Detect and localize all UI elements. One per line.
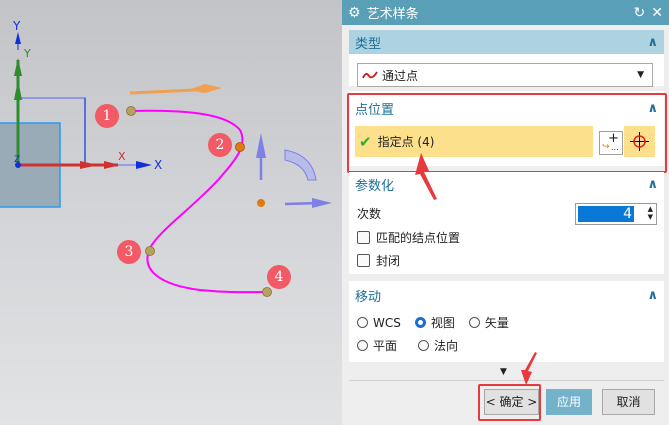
art-spline-dialog: ⚙ 艺术样条 ↻ ✕ 类型 ∧ 通过点 ▼ 点位置 ∧ ✔ 指定点 (4) + … [342,0,669,425]
match-knots-checkbox-row[interactable]: 匹配的结点位置 [357,229,460,246]
checkmark-icon: ✔ [359,132,372,151]
point-badge-1: 1 [95,104,119,128]
expand-more-icon[interactable]: ▼ [500,367,507,377]
section-move-header[interactable]: 移动 ∧ [355,287,658,305]
annotation-highlight-point-position [347,93,667,173]
svg-text:Z: Z [14,155,20,165]
crosshair-icon [630,132,649,151]
cancel-button[interactable]: 取消 [602,389,655,415]
chevron-up-icon[interactable]: ∧ [647,100,658,116]
dialog-titlebar: ⚙ 艺术样条 ↻ ✕ [342,0,669,25]
dialog-title: 艺术样条 [366,7,419,22]
chevron-up-icon[interactable]: ∧ [647,176,658,192]
svg-text:Y: Y [12,19,21,33]
annotation-highlight-ok [478,384,541,421]
point-badge-2: 2 [208,133,232,157]
graphics-viewport[interactable]: Y Y X X Z 1 2 3 4 [0,0,342,425]
specify-point-row[interactable]: ✔ 指定点 (4) [355,126,593,157]
section-move: 移动 ∧ WCS 视图 矢量 平面 法向 [349,281,664,362]
apply-button[interactable]: 应用 [546,389,592,415]
degree-spinner[interactable]: 4 ▲▼ [575,203,657,225]
spline-curve [129,109,269,294]
section-point-position-header[interactable]: 点位置 ∧ [355,100,658,118]
ok-button[interactable]: < 确定 > [484,389,539,415]
closed-checkbox-row[interactable]: 封闭 [357,252,400,269]
gear-icon[interactable]: ⚙ [348,4,361,21]
section-type-header[interactable]: 类型 ∧ [349,30,664,54]
reset-icon[interactable]: ↻ [633,4,646,21]
radio-vector[interactable]: 矢量 [468,314,509,331]
chevron-up-icon[interactable]: ∧ [647,287,658,303]
type-dropdown[interactable]: 通过点 ▼ [357,63,653,87]
section-point-position: 点位置 ∧ ✔ 指定点 (4) + ↪ ... [349,91,664,166]
divider [349,380,664,381]
radio-normal[interactable]: 法向 [418,337,458,354]
radio-view[interactable]: 视图 [414,314,455,331]
degree-label: 次数 [357,207,382,221]
svg-text:Y: Y [23,47,31,60]
point-badge-4: 4 [267,265,291,289]
radio-wcs[interactable]: WCS [357,316,401,330]
degree-value[interactable]: 4 [578,206,634,222]
svg-text:X: X [118,150,126,163]
spinner-arrows-icon[interactable]: ▲▼ [647,205,653,221]
section-type: 类型 ∧ 通过点 ▼ [349,30,664,87]
point-dialog-button[interactable]: + ↪ ... [599,131,623,155]
section-parameterization: 参数化 ∧ 次数 4 ▲▼ 匹配的结点位置 封闭 [349,172,664,274]
chevron-up-icon[interactable]: ∧ [647,34,658,50]
radio-plane[interactable]: 平面 [357,337,397,354]
svg-text:X: X [154,158,162,172]
point-badge-3: 3 [117,240,141,264]
close-icon[interactable]: ✕ [651,4,663,21]
dropdown-arrow-icon: ▼ [637,70,644,80]
scene-graphics: Y Y X X Z [0,19,332,297]
match-knots-checkbox[interactable] [357,231,370,244]
closed-checkbox[interactable] [357,254,370,267]
spline-type-icon [362,71,378,79]
point-constructor-button[interactable] [624,126,655,157]
section-parameterization-header[interactable]: 参数化 ∧ [355,176,658,194]
